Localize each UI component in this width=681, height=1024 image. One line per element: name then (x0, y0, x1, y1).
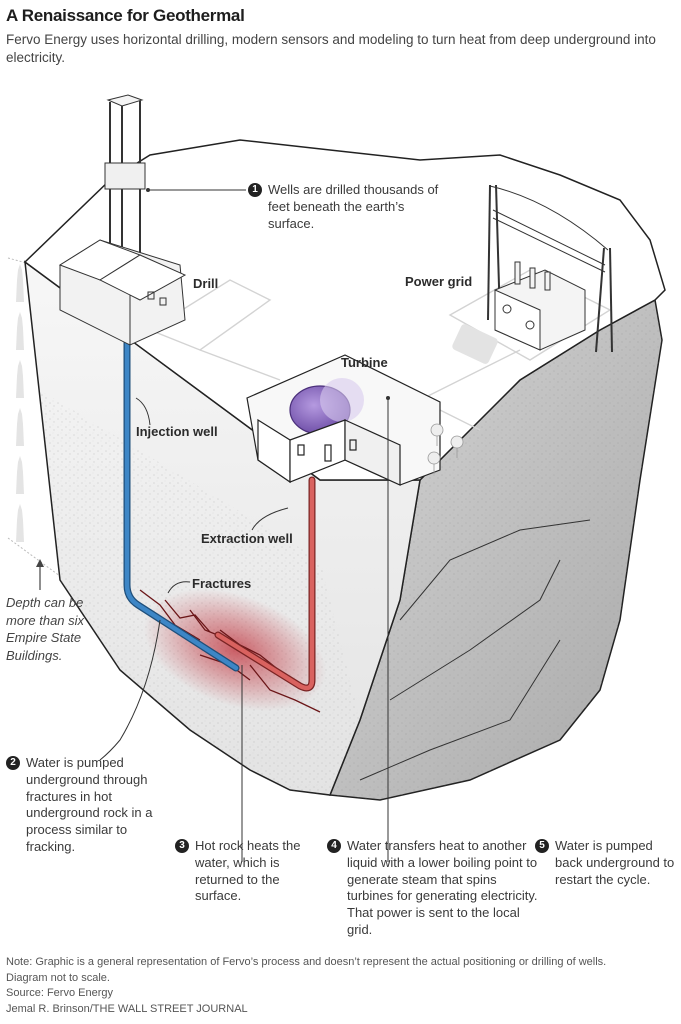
empire-state-scale-icons (16, 264, 24, 542)
footer-note-scale: Diagram not to scale. (6, 971, 110, 984)
step-1-number-badge: 1 (248, 183, 262, 197)
step-1: 1 Wells are drilled thousands of feet be… (248, 182, 448, 232)
graphic-title: A Renaissance for Geothermal (6, 6, 245, 25)
step-3-text: Hot rock heats the water, which is retur… (195, 838, 301, 904)
step-5-text: Water is pumped back underground to rest… (555, 838, 675, 887)
drill-label: Drill (193, 276, 219, 291)
trees (427, 423, 464, 474)
footer: Note: Graphic is a general representatio… (6, 955, 676, 1017)
rock-layer-line (359, 639, 561, 781)
footer-note: Note: Graphic is a general representatio… (6, 956, 607, 968)
step-5-number-badge: 5 (535, 839, 549, 853)
extraction-well-label: Extraction well (201, 531, 293, 546)
turbine-building (246, 354, 441, 486)
step-2: 2 Water is pumped underground through fr… (6, 755, 156, 856)
graphic-subtitle: Fervo Energy uses horizontal drilling, m… (6, 32, 656, 65)
rock-layer-line (399, 519, 591, 621)
footer-credit: Jemal R. Brinson/THE WALL STREET JOURNAL (6, 1002, 248, 1015)
injection-well-label: Injection well (136, 424, 218, 439)
step-4: 4 Water transfers heat to another liquid… (327, 838, 542, 939)
step-3: 3 Hot rock heats the water, which is ret… (175, 838, 315, 905)
ground-slab (452, 324, 498, 364)
rock-layer-line (389, 559, 561, 701)
turbine-label: Turbine (341, 355, 388, 370)
heat-zone (143, 588, 327, 712)
ground-surface (23, 139, 666, 481)
leader-lines (99, 189, 389, 862)
step-3-number-badge: 3 (175, 839, 189, 853)
step-2-number-badge: 2 (6, 756, 20, 770)
step-4-number-badge: 4 (327, 839, 341, 853)
depth-note: Depth can be more than six Empire State … (6, 595, 85, 663)
ground-pad-outlines (148, 269, 612, 431)
power-grid-substation (487, 184, 613, 353)
step-4-text: Water transfers heat to another liquid w… (347, 838, 538, 937)
step-2-text: Water is pumped underground through frac… (26, 755, 153, 854)
drill-rig (58, 94, 187, 346)
step-1-text: Wells are drilled thousands of feet bene… (268, 182, 439, 231)
power-grid-label: Power grid (405, 274, 473, 289)
step-5: 5 Water is pumped back underground to re… (535, 838, 675, 888)
fractures-label: Fractures (192, 576, 252, 591)
depth-arrowhead-icon (36, 559, 44, 567)
footer-source: Source: Fervo Energy (6, 987, 113, 999)
